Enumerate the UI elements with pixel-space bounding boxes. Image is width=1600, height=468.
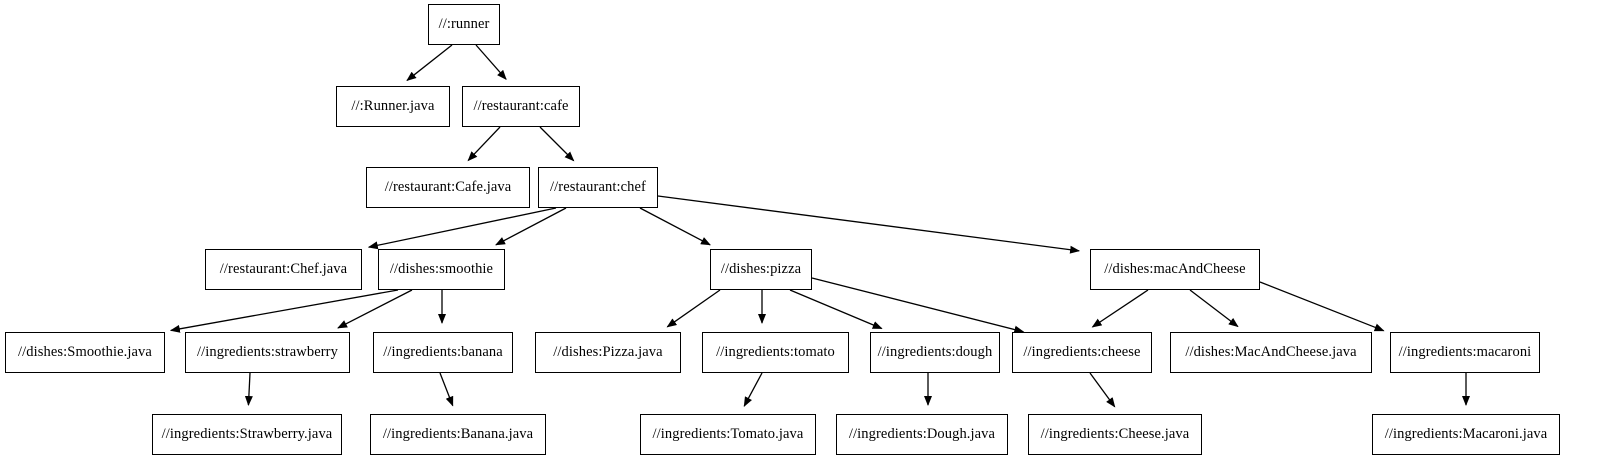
graph-node-label: //ingredients:banana xyxy=(383,344,503,361)
graph-node-label: //ingredients:Dough.java xyxy=(848,426,996,443)
graph-node-label: //dishes:Smoothie.java xyxy=(18,344,152,361)
graph-node-dishes_smoothie[interactable]: //dishes:smoothie xyxy=(378,249,505,290)
graph-node-restaurant_chef[interactable]: //restaurant:chef xyxy=(538,167,658,208)
graph-node-label: //ingredients:cheese xyxy=(1023,344,1141,361)
graph-node-label: //:runner xyxy=(438,16,490,33)
graph-node-label: //ingredients:dough xyxy=(877,344,993,361)
graph-node-label: //restaurant:Chef.java xyxy=(219,261,348,278)
graph-node-cheese_java[interactable]: //ingredients:Cheese.java xyxy=(1028,414,1202,455)
graph-node-runner[interactable]: //:runner xyxy=(428,4,500,45)
graph-node-macaroni_java[interactable]: //ingredients:Macaroni.java xyxy=(1372,414,1560,455)
graph-node-ing_tomato[interactable]: //ingredients:tomato xyxy=(702,332,849,373)
graph-node-cafe_java[interactable]: //restaurant:Cafe.java xyxy=(366,167,530,208)
graph-node-pizza_java[interactable]: //dishes:Pizza.java xyxy=(535,332,681,373)
graph-node-dough_java[interactable]: //ingredients:Dough.java xyxy=(836,414,1008,455)
graph-node-label: //ingredients:Strawberry.java xyxy=(161,426,333,443)
graph-node-label: //dishes:smoothie xyxy=(389,261,494,278)
graph-node-label: //ingredients:Macaroni.java xyxy=(1384,426,1548,443)
graph-node-strawberry_java[interactable]: //ingredients:Strawberry.java xyxy=(152,414,342,455)
graph-node-label: //:Runner.java xyxy=(351,98,435,115)
graph-node-ing_banana[interactable]: //ingredients:banana xyxy=(373,332,513,373)
graph-node-label: //ingredients:strawberry xyxy=(197,344,338,361)
graph-node-label: //ingredients:tomato xyxy=(716,344,835,361)
graph-node-macandcheese_java[interactable]: //dishes:MacAndCheese.java xyxy=(1170,332,1372,373)
graph-node-chef_java[interactable]: //restaurant:Chef.java xyxy=(205,249,362,290)
graph-node-label: //ingredients:Banana.java xyxy=(382,426,534,443)
graph-node-label: //dishes:Pizza.java xyxy=(553,344,663,361)
graph-node-label: //dishes:macAndCheese xyxy=(1104,261,1246,278)
graph-node-label: //restaurant:chef xyxy=(550,179,646,196)
graph-node-dishes_pizza[interactable]: //dishes:pizza xyxy=(710,249,812,290)
graph-node-restaurant_cafe[interactable]: //restaurant:cafe xyxy=(462,86,580,127)
graph-node-label: //ingredients:macaroni xyxy=(1398,344,1532,361)
graph-node-label: //ingredients:Tomato.java xyxy=(652,426,804,443)
graph-node-label: //dishes:MacAndCheese.java xyxy=(1185,344,1357,361)
graph-node-banana_java[interactable]: //ingredients:Banana.java xyxy=(370,414,546,455)
graph-node-ing_macaroni[interactable]: //ingredients:macaroni xyxy=(1390,332,1540,373)
graph-node-label: //dishes:pizza xyxy=(720,261,802,278)
graph-node-dishes_macandchs[interactable]: //dishes:macAndCheese xyxy=(1090,249,1260,290)
graph-node-tomato_java[interactable]: //ingredients:Tomato.java xyxy=(640,414,816,455)
graph-node-ing_cheese[interactable]: //ingredients:cheese xyxy=(1012,332,1152,373)
graph-node-smoothie_java[interactable]: //dishes:Smoothie.java xyxy=(5,332,165,373)
graph-node-label: //ingredients:Cheese.java xyxy=(1040,426,1190,443)
graph-node-label: //restaurant:Cafe.java xyxy=(384,179,512,196)
graph-node-label: //restaurant:cafe xyxy=(473,98,569,115)
graph-node-ing_dough[interactable]: //ingredients:dough xyxy=(870,332,1000,373)
graph-node-runner_java[interactable]: //:Runner.java xyxy=(336,86,450,127)
graph-node-ing_strawberry[interactable]: //ingredients:strawberry xyxy=(185,332,350,373)
